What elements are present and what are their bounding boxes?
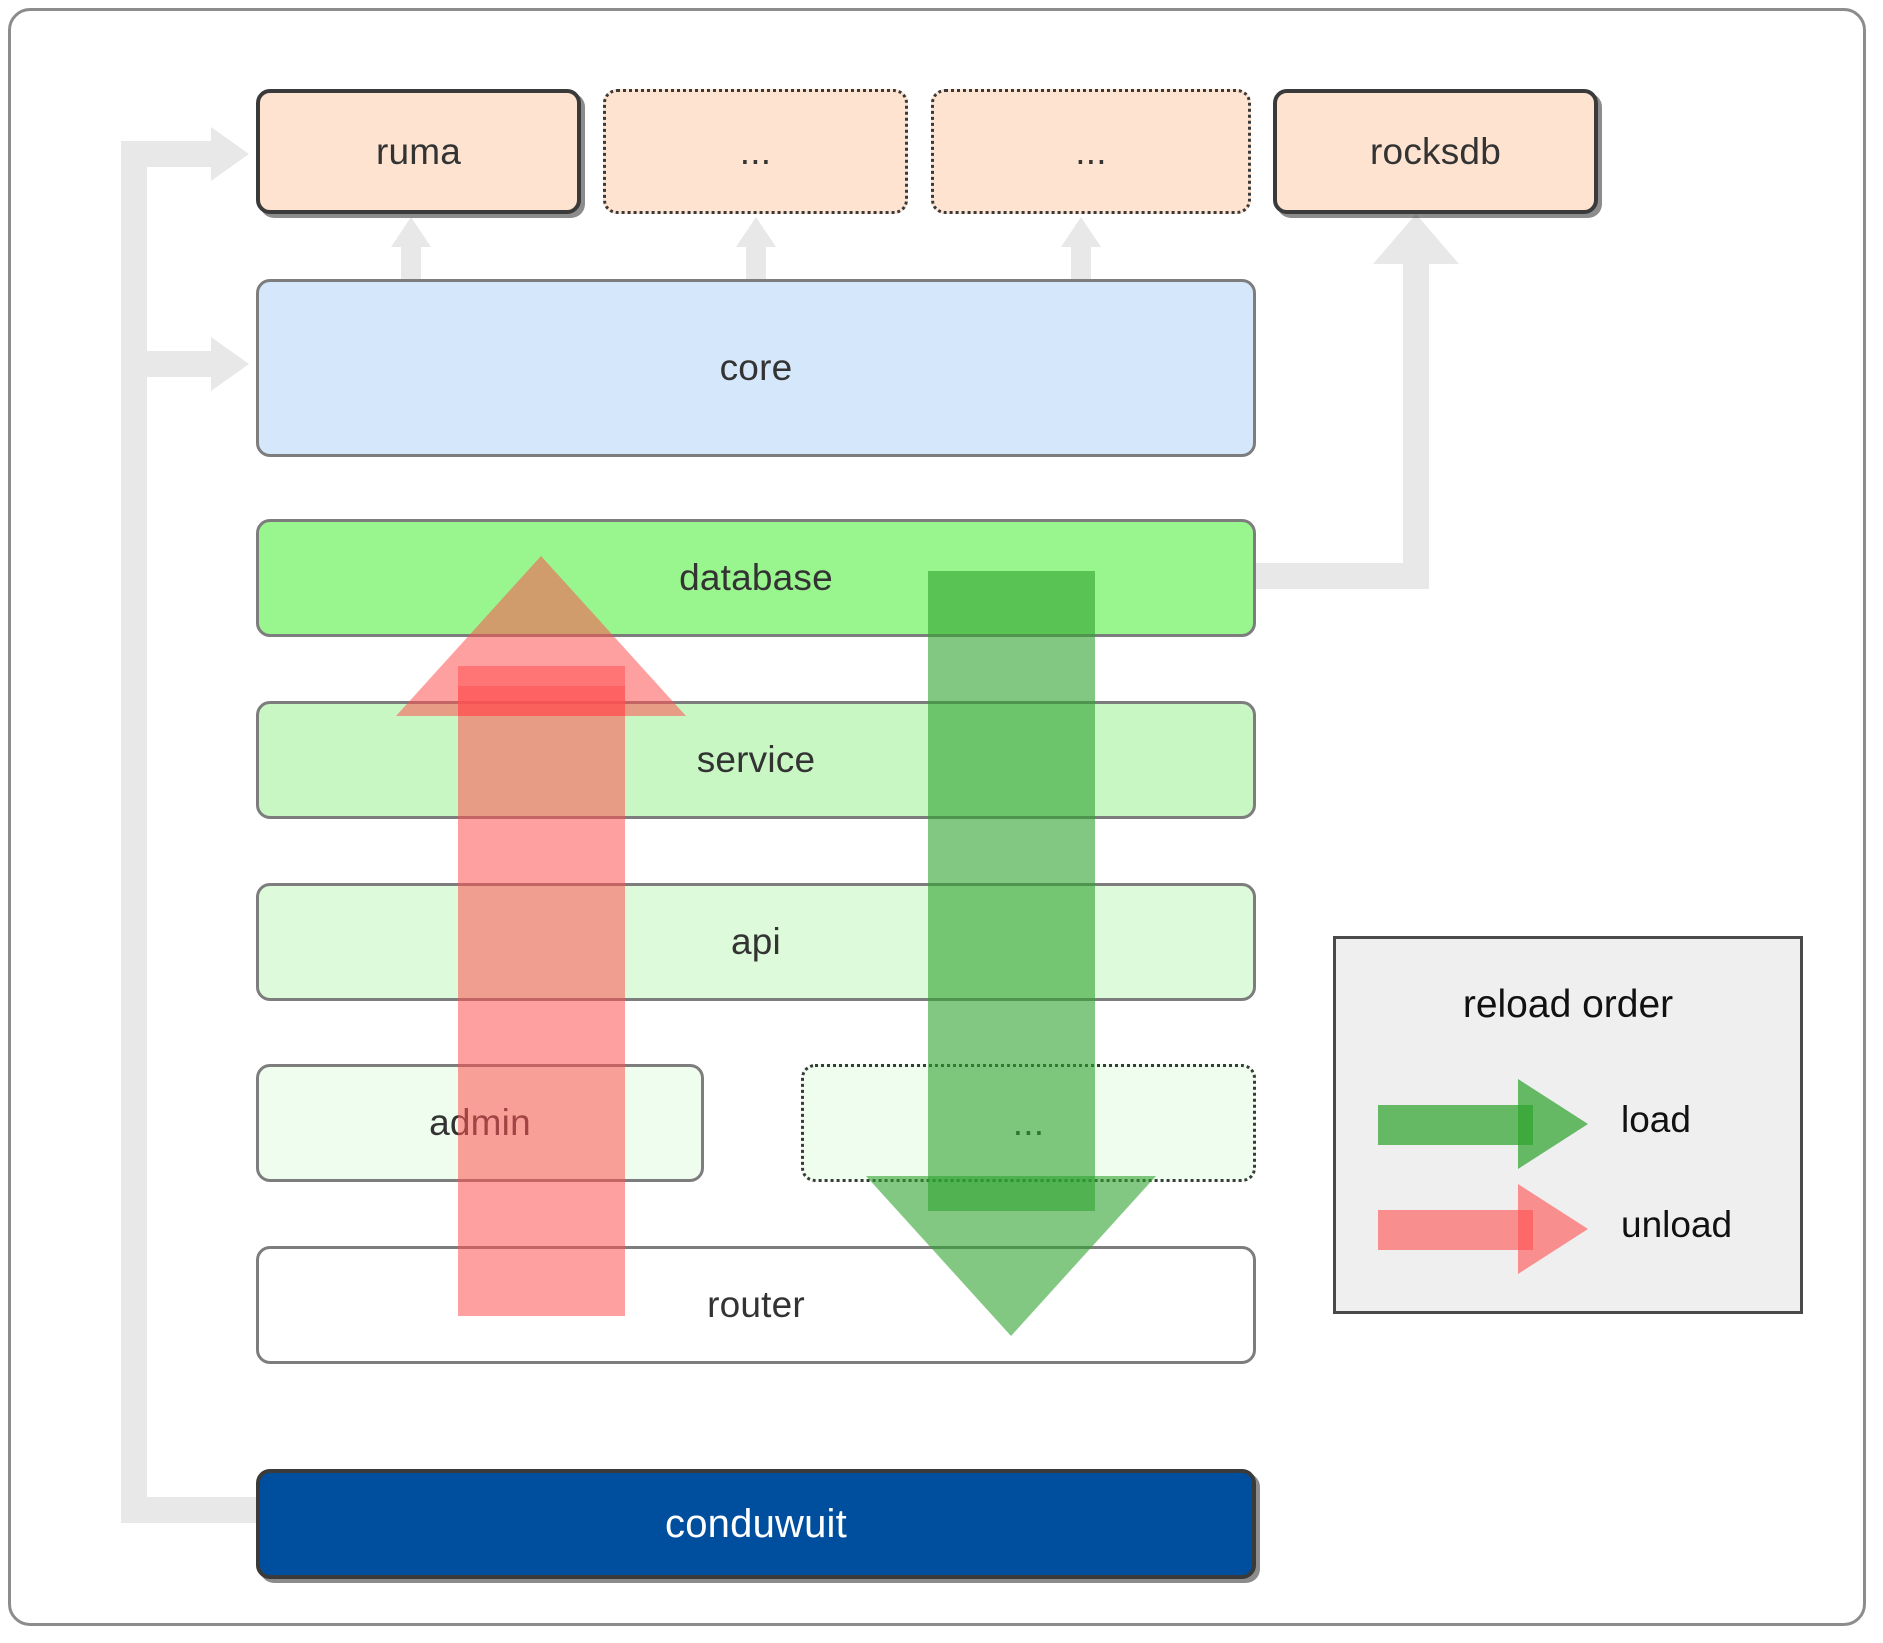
connector-database-to-rocksdb-vertical (1403, 259, 1429, 589)
node-api-label: api (731, 921, 781, 962)
legend-load-label: load (1621, 1099, 1691, 1140)
arrowhead-icon (736, 217, 776, 247)
legend-unload-arrow-icon (1378, 1184, 1588, 1274)
arrow-core-to-dots1-icon (736, 217, 776, 287)
connector-database-to-rocksdb-horizontal (1251, 563, 1429, 589)
connector-arm-from-conduwuit (121, 1497, 261, 1523)
connector-arrowhead-ruma-icon (211, 127, 249, 181)
node-conduwuit[interactable]: conduwuit (256, 1469, 1256, 1579)
node-top-dots-1[interactable]: ... (603, 89, 908, 214)
unload-arrow-shaft (458, 666, 625, 1316)
connector-arrowhead-core-icon (211, 337, 249, 391)
load-arrow-shaft (928, 571, 1095, 1211)
node-core-label: core (719, 347, 793, 388)
arrowhead-icon (1061, 217, 1101, 247)
connector-conduwuit-trunk (121, 141, 147, 1523)
legend-load-arrow-icon (1378, 1079, 1588, 1169)
legend-unload-bar (1378, 1210, 1533, 1250)
legend-panel: reload order load unload (1333, 936, 1803, 1314)
load-arrow-icon (866, 571, 1156, 1336)
arrow-stem (1071, 245, 1091, 287)
legend-title: reload order (1462, 983, 1674, 1026)
node-core[interactable]: core (256, 279, 1256, 457)
node-top-dots-2[interactable]: ... (931, 89, 1251, 214)
node-ruma-label: ruma (375, 130, 462, 172)
connector-arm-to-core (121, 351, 217, 377)
node-service-label: service (696, 739, 816, 780)
arrow-stem (401, 245, 421, 287)
arrowhead-icon (391, 217, 431, 247)
legend-item-load: load (1336, 1079, 1800, 1169)
arrow-core-to-ruma-icon (391, 217, 431, 287)
arrow-core-to-dots2-icon (1061, 217, 1101, 287)
node-conduwuit-label: conduwuit (665, 1501, 847, 1546)
legend-unload-arrowhead (1518, 1184, 1588, 1274)
diagram-frame: ruma ... ... rocksdb core database servi… (8, 8, 1866, 1626)
connector-arm-to-ruma (121, 141, 217, 167)
node-ruma[interactable]: ruma (256, 89, 581, 214)
node-router-label: router (707, 1284, 805, 1325)
node-database-label: database (679, 557, 833, 598)
node-rocksdb-label: rocksdb (1370, 130, 1501, 172)
unload-arrow-icon (396, 556, 686, 1316)
node-rocksdb[interactable]: rocksdb (1273, 89, 1598, 214)
load-arrowhead (866, 1176, 1156, 1336)
connector-arrowhead-rocksdb-icon (1373, 214, 1459, 264)
legend-item-unload: unload (1336, 1184, 1800, 1274)
legend-load-bar (1378, 1105, 1533, 1145)
legend-unload-label: unload (1621, 1204, 1733, 1245)
legend-load-arrowhead (1518, 1079, 1588, 1169)
node-top-dots-1-label: ... (739, 130, 772, 172)
node-top-dots-2-label: ... (1075, 130, 1107, 172)
arrow-stem (746, 245, 766, 287)
